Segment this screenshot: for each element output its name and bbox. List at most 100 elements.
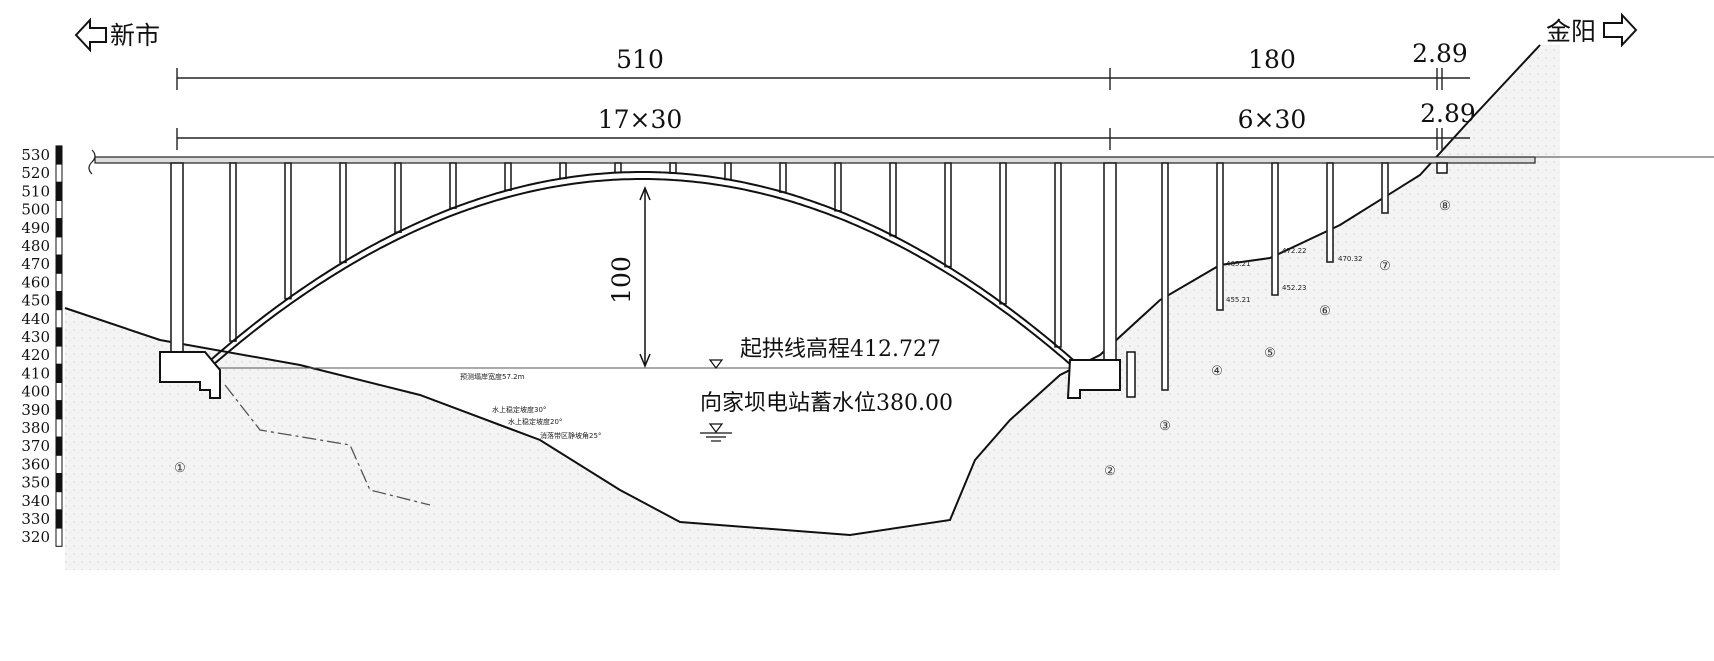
scale-segment [55,272,63,292]
scale-tick-label: 470 [21,255,50,273]
scale-segment [55,473,63,493]
stratum-marker: ③ [1159,419,1171,434]
spandrel-column [504,162,512,191]
stratum-marker: ⑥ [1319,304,1331,319]
stratum-marker: ② [1104,464,1116,479]
scale-segment [55,527,63,547]
scale-tick-label: 330 [21,510,50,528]
scale-tick-label: 320 [21,528,50,546]
approach-pier [1161,162,1169,391]
end-abutment [1436,162,1448,174]
spandrel-column [559,162,567,180]
stratum-marker: ⑦ [1379,259,1391,274]
scale-segment [55,382,63,402]
scale-segment [55,163,63,183]
spandrel-column [834,162,842,212]
stratum-marker: ⑤ [1264,346,1276,361]
elevation-scale: 5305205105004904804704604504404304204104… [21,145,63,547]
scale-tick-label: 520 [21,164,50,182]
arch-rib-upper [204,171,1078,366]
dim-approach-span: 180 [1248,45,1296,74]
bridge-deck [94,156,1536,164]
scale-segment [55,218,63,238]
scale-tick-label: 460 [21,273,50,291]
scale-segment [55,254,63,274]
dim-approach-spans-detail: 6×30 [1238,105,1307,134]
ground-section [65,45,1560,570]
springing-level-symbol [708,359,724,369]
scale-tick-label: 420 [21,346,50,364]
left-arrow-icon [74,17,107,53]
scale-tick-label: 360 [21,455,50,473]
scale-segment [55,454,63,474]
spandrel-column [449,162,457,209]
scale-segment [55,309,63,329]
scale-segment [55,236,63,256]
spandrel-column [229,162,237,342]
scale-segment [55,291,63,311]
dim-end-gap-bottom: 2.89 [1420,99,1476,128]
scale-tick-label: 400 [21,383,50,401]
rise-arrowheads [639,186,651,368]
scale-segment [55,145,63,165]
dimension-row-top [176,68,1470,90]
scale-tick-label: 510 [21,182,50,200]
scale-tick-label: 490 [21,219,50,237]
water-level-symbol [700,423,732,442]
scale-tick-label: 390 [21,401,50,419]
right-arrow-icon [1603,12,1638,48]
dim-main-span: 510 [616,45,664,74]
stratum-marker: ⑧ [1439,199,1451,214]
scale-tick-label: 450 [21,292,50,310]
scale-segment [55,418,63,438]
scale-tick-label: 480 [21,237,50,255]
scale-segment [55,491,63,511]
direction-left-label: 新市 [110,21,160,50]
scale-tick-label: 410 [21,364,50,382]
stratum-marker: ④ [1211,364,1223,379]
spandrel-column [394,162,402,233]
slope-label-2: 水上稳定坡度20° [508,417,562,426]
right-abutment [1066,359,1121,399]
approach-pier [1381,162,1389,214]
break-symbol [88,149,96,175]
dimension-row-bottom [176,128,1470,150]
elevation-label-1: 465.21 [1226,260,1251,268]
dim-rise: 100 [607,256,636,304]
stratum-marker: ① [174,461,186,476]
scale-tick-label: 530 [21,146,50,164]
approach-pier [1326,162,1334,263]
spandrel-column [284,162,292,300]
rock-boundary-line [224,384,431,506]
dim-main-spans-detail: 17×30 [598,105,683,134]
scale-segment [55,327,63,347]
elevation-label-3: 455.21 [1226,296,1251,304]
spandrel-column [999,162,1007,305]
spandrel-column [669,162,677,174]
scale-tick-label: 340 [21,492,50,510]
scale-tick-label: 350 [21,474,50,492]
springing-elevation-label: 起拱线高程412.727 [740,337,941,362]
elevation-label-4: 452.23 [1282,284,1307,292]
scale-tick-label: 500 [21,201,50,219]
spandrel-column [1054,162,1062,348]
scale-tick-label: 440 [21,310,50,328]
approach-pier [1216,162,1224,311]
scale-segment [55,400,63,420]
scale-segment [55,200,63,220]
direction-right-label: 金阳 [1546,17,1596,46]
spandrel-column [944,162,952,268]
elevation-label-5: 470.32 [1338,255,1363,263]
arch-rib-lower [204,178,1078,373]
left-abutment [159,351,221,399]
main-pier-right [1103,162,1117,361]
bank-collapse-width-label: 预测塌岸宽度57.2m [460,372,525,381]
elevation-label-2: 472.22 [1282,247,1307,255]
scale-segment [55,181,63,202]
slope-label-1: 水上稳定坡度30° [492,405,546,414]
spandrel-column [779,162,787,193]
scale-segment [55,345,63,365]
main-pier-left [170,162,184,354]
scale-tick-label: 370 [21,437,50,455]
